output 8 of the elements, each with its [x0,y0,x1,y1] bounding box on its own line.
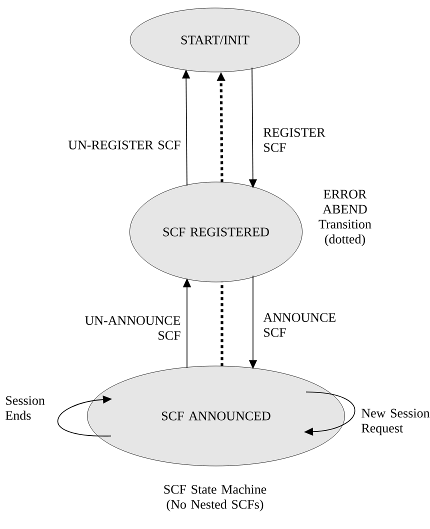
note-text: ERROR ABEND Transition (dotted) [318,190,372,246]
edge-label: UN-REGISTER SCF [68,140,180,150]
edge-label: New Session Request [362,408,430,436]
caption: SCF State Machine (No Nested SCFs) [164,484,266,512]
edge-label: REGISTER SCF [264,128,326,152]
edge-label: UN-ANNOUNCE SCF [85,316,180,340]
edge-label: ANNOUNCE SCF [263,313,336,337]
edge-label: Session Ends [6,396,45,420]
